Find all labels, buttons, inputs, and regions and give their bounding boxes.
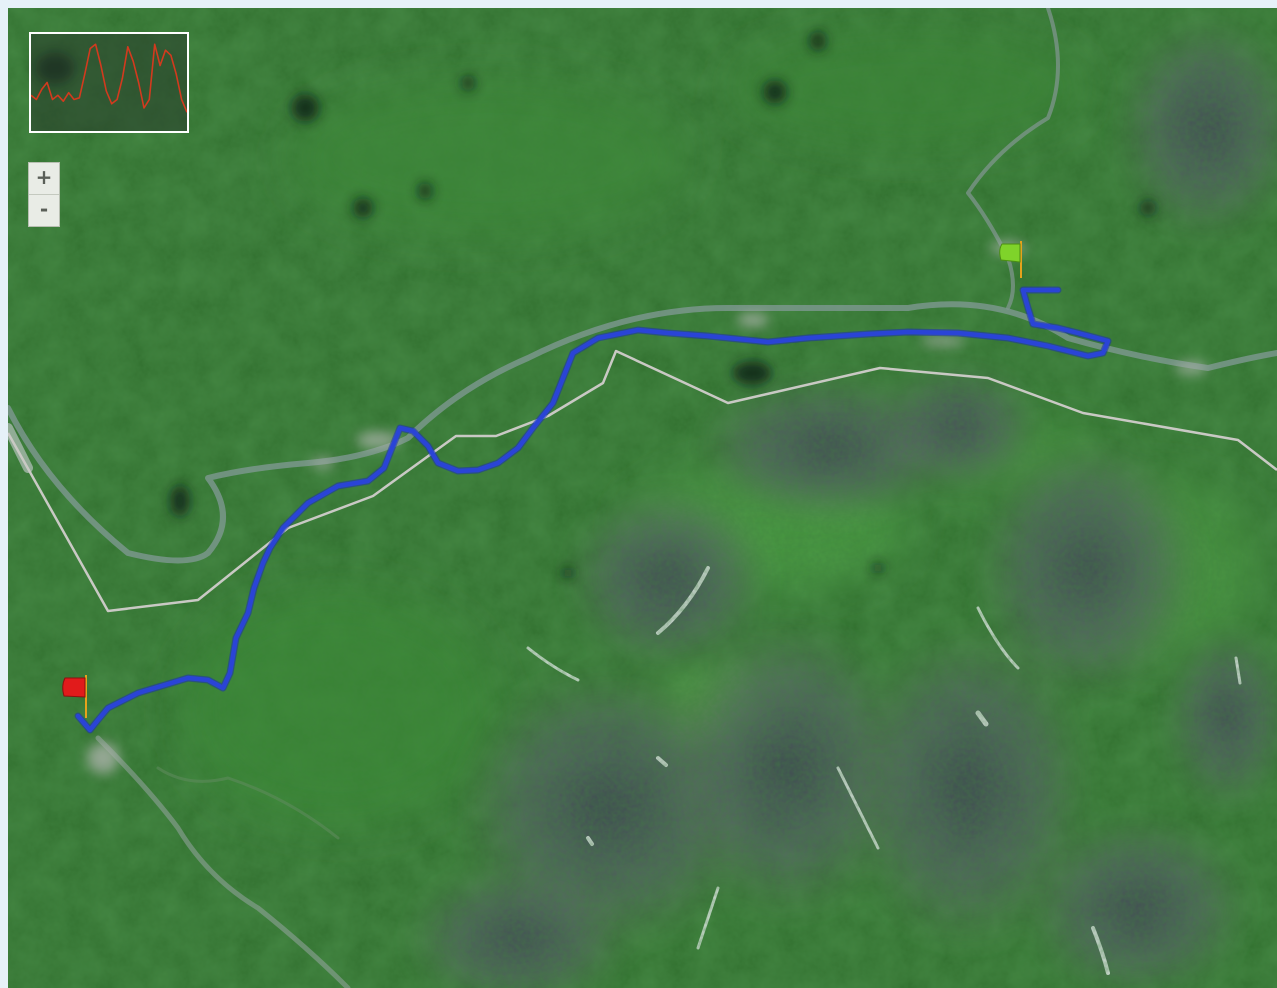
start-flag-marker[interactable] <box>999 241 1022 278</box>
zoom-control: + - <box>28 162 60 227</box>
elevation-profile-chart <box>31 34 187 131</box>
elevation-profile-thumbnail[interactable] <box>29 32 189 133</box>
zoom-in-button[interactable]: + <box>35 165 53 189</box>
gravel-bars <box>87 242 1207 774</box>
trail-line <box>8 349 1277 613</box>
elevation-profile-line <box>31 43 187 113</box>
gps-track <box>74 286 1112 734</box>
end-flag-marker[interactable] <box>62 675 87 718</box>
terrain-fine-texture <box>8 8 1277 988</box>
map-view[interactable]: + - <box>8 8 1277 988</box>
elevation-profile-backdrop <box>31 34 187 131</box>
zoom-out-button[interactable]: - <box>29 194 59 226</box>
satellite-map[interactable] <box>8 8 1277 988</box>
green-flag-icon <box>999 243 1021 263</box>
red-flag-icon <box>62 677 86 698</box>
ponds <box>35 31 1156 579</box>
